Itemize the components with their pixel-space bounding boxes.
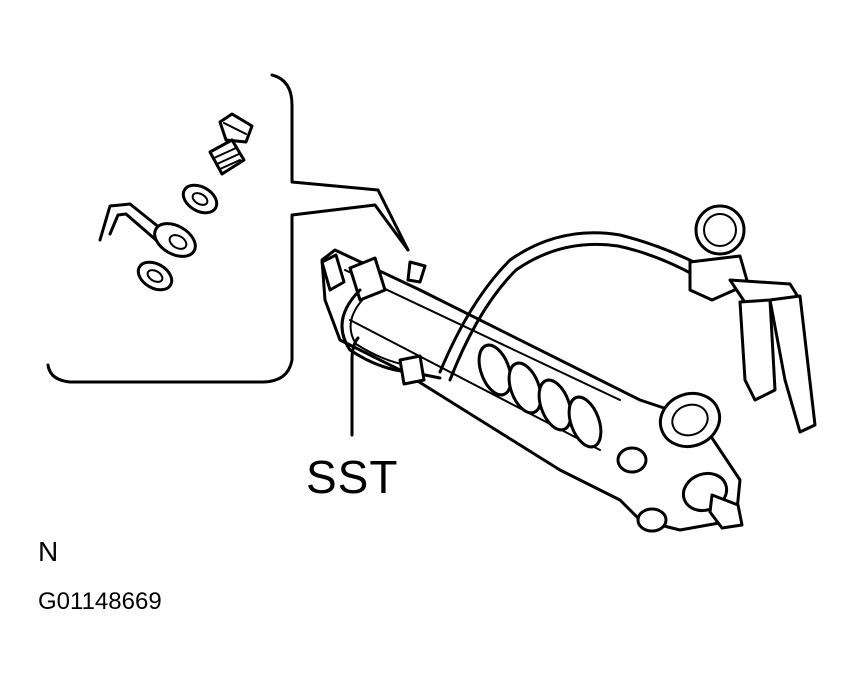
gauge-hose bbox=[438, 231, 702, 374]
orientation-label: N bbox=[38, 536, 59, 567]
detail-inset bbox=[46, 73, 410, 384]
gasket-upper bbox=[181, 183, 219, 215]
sst-hose bbox=[340, 288, 442, 380]
figure-id: G01148669 bbox=[38, 588, 162, 615]
union-bolt bbox=[208, 112, 254, 176]
gasket-lower bbox=[136, 260, 174, 292]
steering-rack-housing bbox=[320, 248, 744, 533]
pressure-gauge bbox=[688, 204, 817, 434]
sst-label: SST bbox=[306, 451, 399, 503]
sst-leader-line bbox=[350, 336, 360, 437]
union-pipe bbox=[98, 202, 197, 258]
